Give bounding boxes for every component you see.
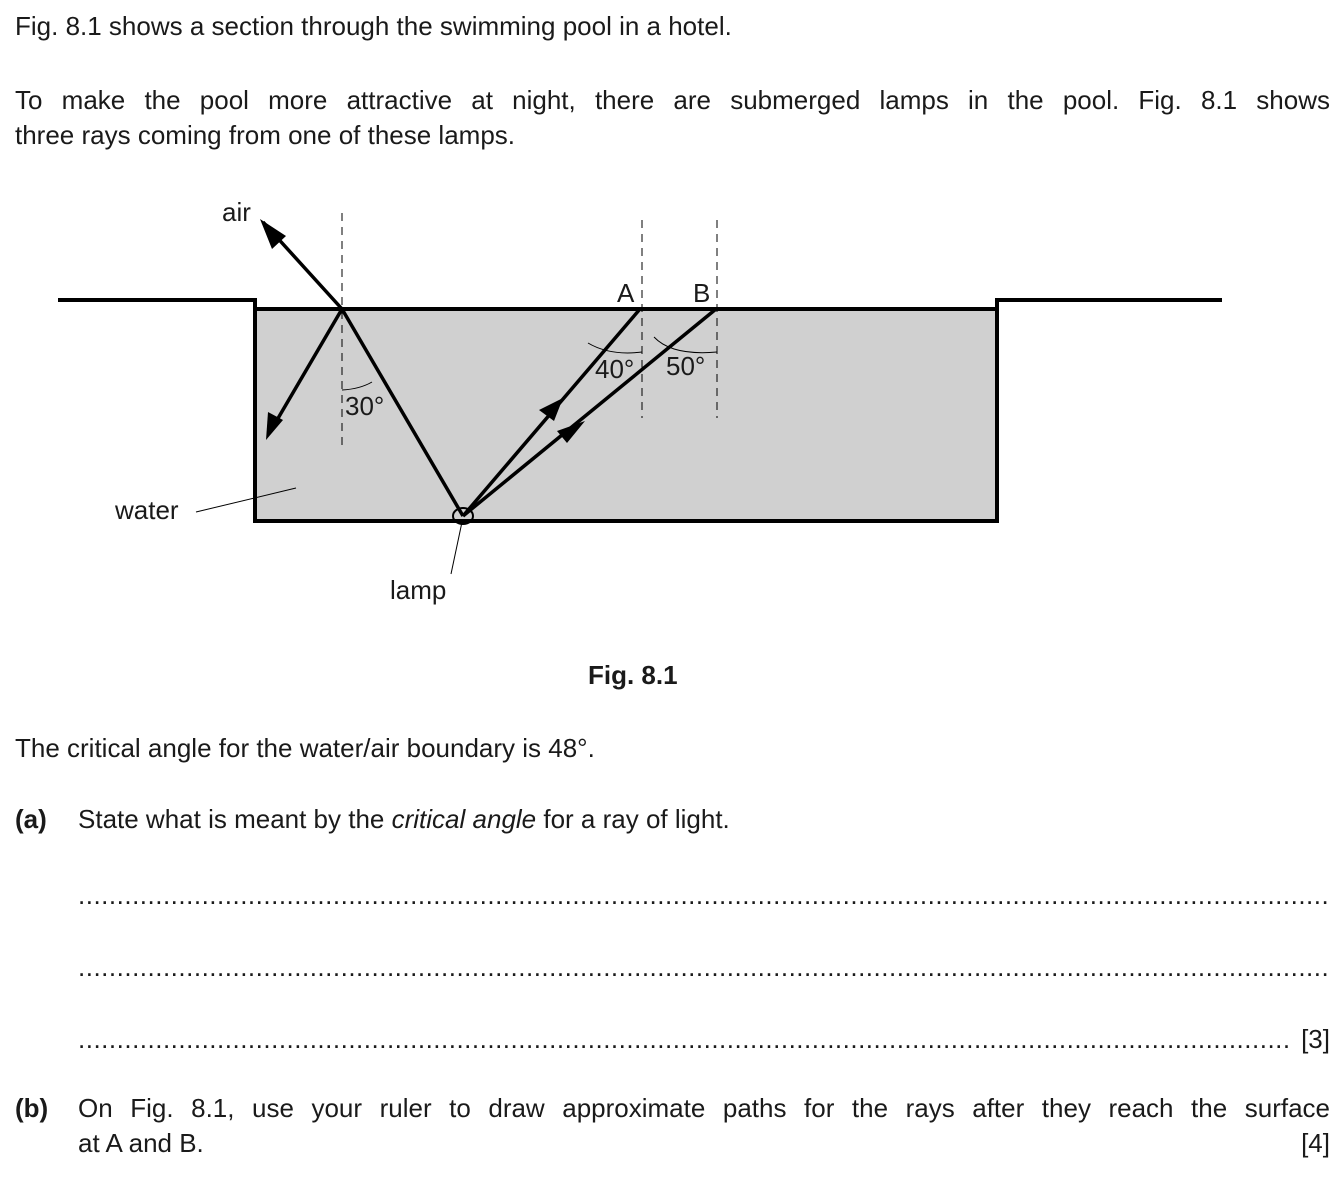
intro-line-2a: To make the pool more attractive at nigh…	[15, 85, 1330, 115]
arrowhead-reflected	[266, 412, 283, 440]
label-lamp: lamp	[390, 575, 446, 605]
question-a-text: State what is meant by the critical angl…	[78, 802, 730, 836]
question-b-line-2: at A and B.	[78, 1128, 204, 1158]
arrowhead-b	[557, 421, 585, 443]
arc-30	[341, 381, 373, 391]
answer-line-a-2[interactable]: ........................................…	[78, 952, 1328, 982]
arrowhead-a	[539, 398, 563, 421]
label-angle-40: 40°	[595, 354, 634, 384]
intro-line-2b: three rays coming from one of these lamp…	[15, 120, 516, 150]
arc-40	[587, 342, 643, 354]
ray-reflected	[268, 308, 344, 433]
arc-50	[653, 336, 718, 354]
figure-caption: Fig. 8.1	[588, 660, 678, 690]
question-a-text-before: State what is meant by the	[78, 804, 392, 834]
intro-line-1: Fig. 8.1 shows a section through the swi…	[15, 11, 732, 41]
answer-line-a-3[interactable]: ........................................…	[78, 1024, 1290, 1054]
label-a: A	[617, 278, 635, 308]
figure-8-1: air water lamp A B 30° 40° 50° Fig. 8.1	[58, 197, 1222, 690]
answer-line-a-1[interactable]: ........................................…	[78, 880, 1328, 910]
question-b-marks: [4]	[1301, 1128, 1330, 1158]
question-a-marks: [3]	[1301, 1024, 1330, 1054]
label-water: water	[114, 495, 179, 525]
label-angle-50: 50°	[666, 351, 705, 381]
label-angle-30: 30°	[345, 391, 384, 421]
label-b: B	[693, 278, 710, 308]
pool-outline	[58, 298, 1222, 523]
question-b-line-1: On Fig. 8.1, use your ruler to draw appr…	[78, 1093, 1330, 1123]
ray-incident-left	[340, 308, 465, 517]
lamp-leader	[450, 521, 463, 575]
question-b-label: (b)	[15, 1093, 49, 1123]
question-a-label: (a)	[15, 804, 47, 834]
water-leader	[195, 487, 297, 513]
label-air: air	[222, 197, 251, 227]
lamp-icon	[452, 507, 474, 525]
ray-b	[461, 307, 718, 518]
water-region	[255, 309, 997, 521]
arrowhead-air	[260, 219, 286, 249]
question-a-italic: critical angle	[391, 804, 537, 834]
question-a-text-after: for a ray of light.	[536, 804, 730, 834]
critical-angle-statement: The critical angle for the water/air bou…	[15, 733, 595, 763]
